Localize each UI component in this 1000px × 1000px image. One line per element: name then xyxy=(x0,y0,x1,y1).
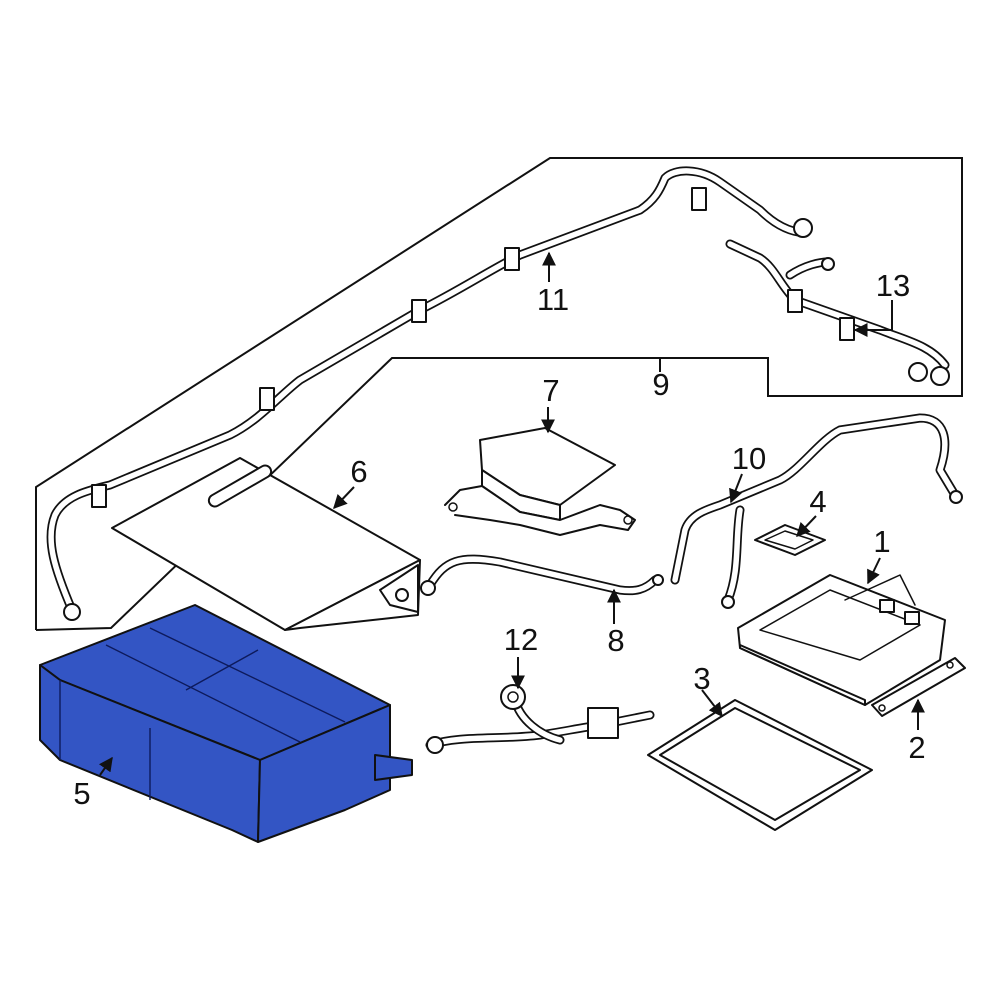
part-6-cover-plate[interactable] xyxy=(111,457,421,631)
part-13-hose-assembly[interactable] xyxy=(725,239,950,386)
callout-4: 4 xyxy=(809,484,826,519)
part-7-module-bracket[interactable] xyxy=(444,427,636,536)
part-11-coolant-hose[interactable] xyxy=(46,166,813,621)
callout-labels: 1 2 3 4 5 6 7 8 9 10 11 12 13 xyxy=(73,268,925,811)
part-3-frame-gasket[interactable] xyxy=(647,699,873,831)
part-5-highlighted-unit[interactable] xyxy=(39,604,413,843)
part-12-coolant-pipe[interactable] xyxy=(425,684,655,754)
callout-5: 5 xyxy=(73,776,90,811)
callout-13: 13 xyxy=(876,268,910,303)
callout-11: 11 xyxy=(537,282,569,317)
part-4-gasket[interactable] xyxy=(754,524,826,556)
part-5-side-face xyxy=(257,704,391,843)
part-1-charger-module[interactable] xyxy=(737,574,946,706)
callout-leaders xyxy=(99,251,925,776)
callout-6: 6 xyxy=(350,454,367,489)
callout-1: 1 xyxy=(873,524,890,559)
part-5-pipe-stub xyxy=(374,754,413,781)
callout-10: 10 xyxy=(732,441,766,476)
callout-3: 3 xyxy=(693,661,710,696)
callout-9: 9 xyxy=(652,367,669,402)
callout-12: 12 xyxy=(504,622,538,657)
callout-8: 8 xyxy=(607,623,624,658)
part-8-cable[interactable] xyxy=(420,554,664,596)
callout-7: 7 xyxy=(542,373,559,408)
part-2-bracket-plate[interactable] xyxy=(871,657,966,717)
callout-2: 2 xyxy=(908,730,925,765)
part-10-hose[interactable] xyxy=(670,413,963,609)
